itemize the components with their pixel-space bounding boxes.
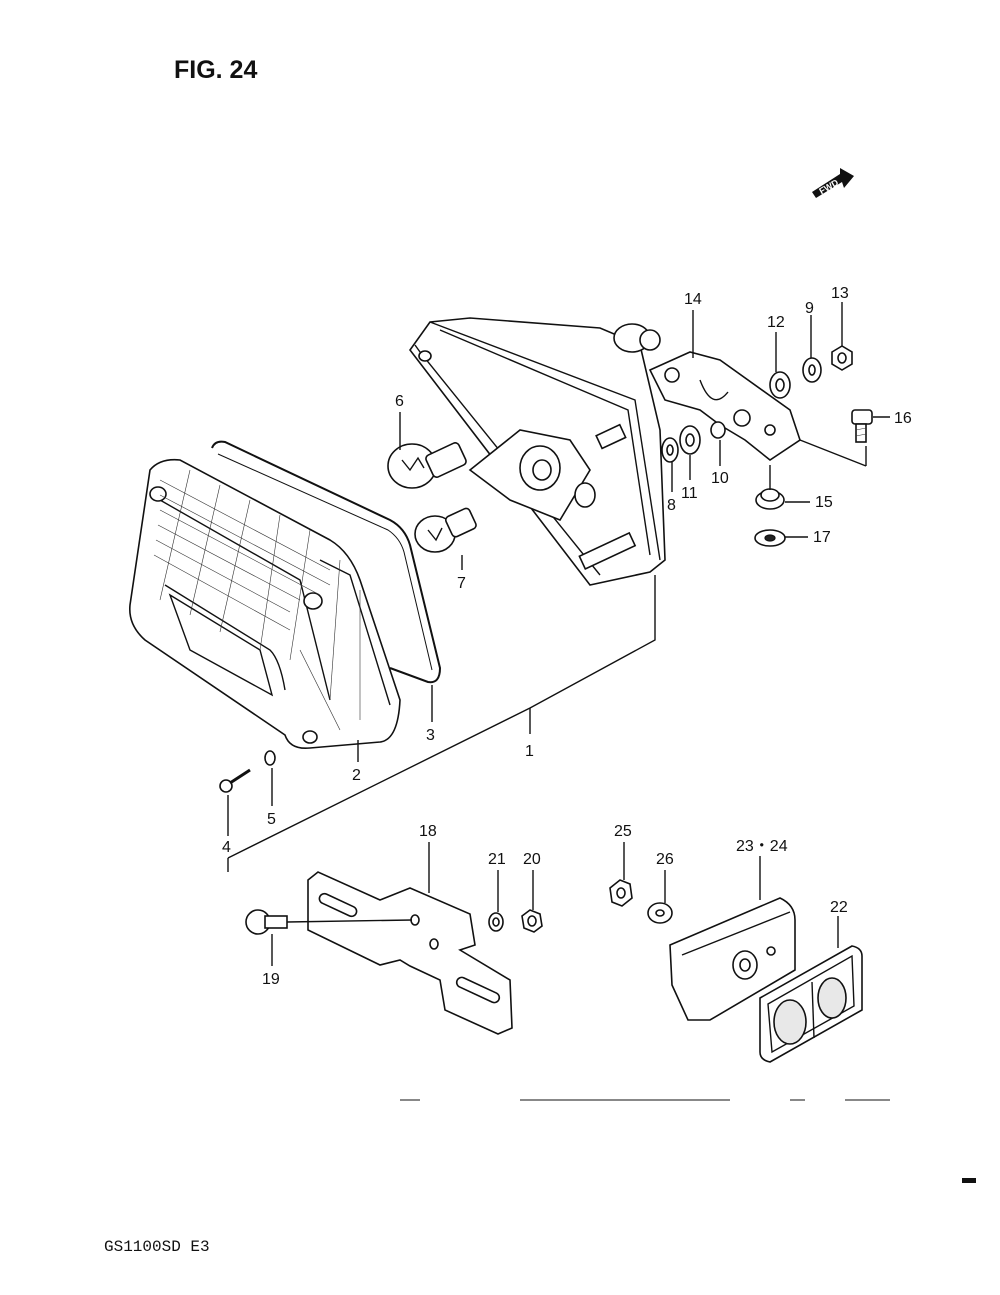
bolt-16 <box>851 409 873 443</box>
washer-5 <box>264 750 276 766</box>
model-code: GS1100SD E3 <box>104 1238 210 1256</box>
bulb-6 <box>387 442 467 489</box>
callout-2: 2 <box>352 767 361 784</box>
callout-16: 16 <box>894 410 912 427</box>
callout-23-24: 23・24 <box>736 838 788 855</box>
edge-mark <box>962 1178 976 1183</box>
callout-14: 14 <box>684 291 702 308</box>
callout-26: 26 <box>656 851 674 868</box>
screw-4 <box>219 768 251 793</box>
bulb-7 <box>414 507 477 553</box>
callout-21: 21 <box>488 851 506 868</box>
callout-4: 4 <box>222 839 231 856</box>
reflector-housing <box>669 897 796 1021</box>
gasket <box>211 440 442 684</box>
callout-10: 10 <box>711 470 729 487</box>
nut-17 <box>754 529 786 547</box>
callout-9: 9 <box>805 300 814 317</box>
figure-title: FIG. 24 <box>174 56 258 84</box>
collar-10 <box>710 421 726 439</box>
callout-18: 18 <box>419 823 437 840</box>
callout-25: 25 <box>614 823 632 840</box>
nut-15 <box>755 488 785 510</box>
leader-lines <box>227 302 890 1101</box>
callout-20: 20 <box>523 851 541 868</box>
callout-11: 11 <box>681 485 698 502</box>
callout-19: 19 <box>262 971 280 988</box>
fwd-arrow-icon: FWD <box>812 168 854 198</box>
reflector <box>759 945 863 1063</box>
callout-13: 13 <box>831 285 849 302</box>
mount-bracket <box>648 351 801 461</box>
tail-light-lens <box>128 458 401 750</box>
bolt-19 <box>245 909 288 935</box>
callout-1: 1 <box>525 743 534 760</box>
callout-6: 6 <box>395 393 404 410</box>
callout-3: 3 <box>426 727 435 744</box>
callout-22: 22 <box>830 899 848 916</box>
callout-5: 5 <box>267 811 276 828</box>
callout-15: 15 <box>815 494 833 511</box>
callout-17: 17 <box>813 529 831 546</box>
callout-7: 7 <box>457 575 466 592</box>
callout-8: 8 <box>667 497 676 514</box>
tail-light-housing <box>409 317 666 586</box>
license-bracket <box>307 871 513 1035</box>
callout-12: 12 <box>767 314 785 331</box>
